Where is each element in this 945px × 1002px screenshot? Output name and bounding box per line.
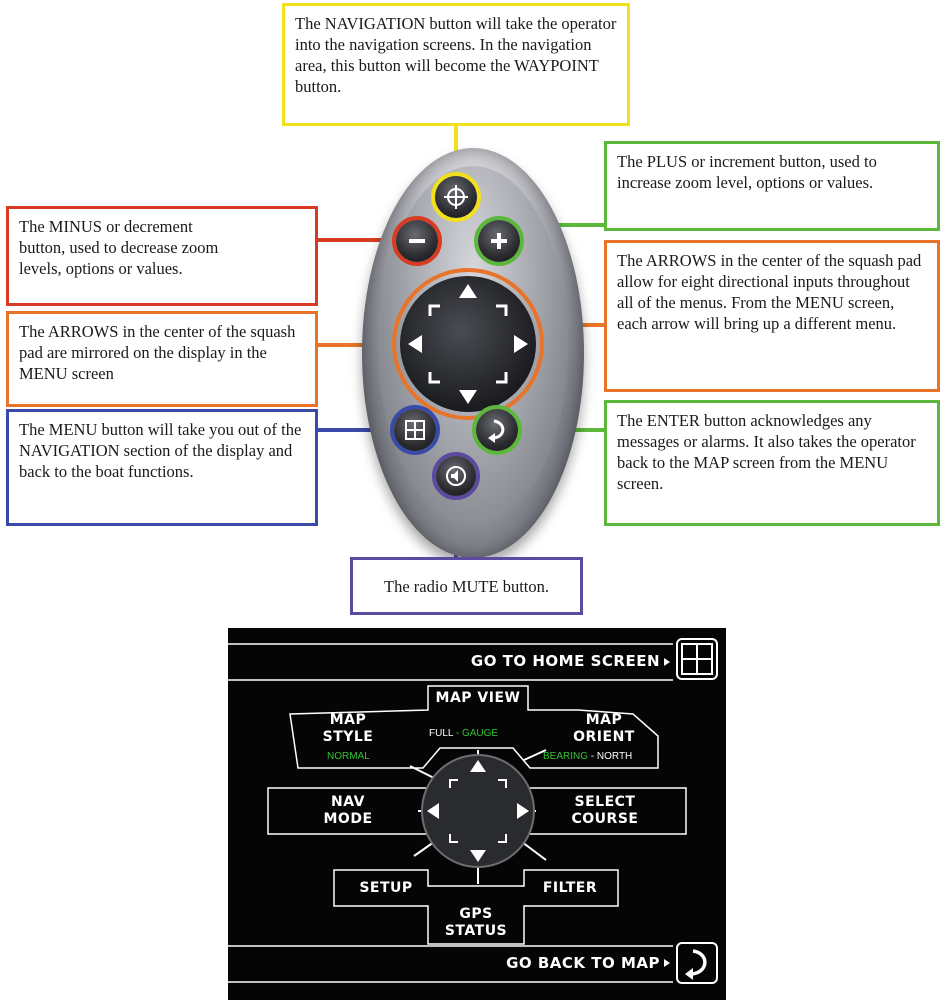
- menu-map-style[interactable]: MAP STYLE: [322, 712, 374, 745]
- menu-button[interactable]: [390, 405, 440, 455]
- navigation-button[interactable]: [431, 172, 481, 222]
- enter-curved-arrow-icon: [685, 949, 707, 980]
- map-orient-bearing: BEARING: [543, 751, 589, 762]
- map-orient-north: NORTH: [596, 751, 633, 762]
- map-view-gauge: GAUGE: [461, 728, 499, 739]
- map-orient-options: BEARING - NORTH: [543, 751, 632, 762]
- callout-mute: The radio MUTE button.: [350, 557, 583, 615]
- callout-arrows-left-text: The ARROWS in the center of the squash p…: [19, 322, 296, 383]
- screen-graphics: [228, 643, 687, 983]
- plus-icon: [491, 233, 507, 249]
- plus-button[interactable]: [474, 216, 524, 266]
- callout-arrows-right-text: The ARROWS in the center of the squash p…: [617, 251, 922, 333]
- menu-gps-status[interactable]: GPS STATUS: [444, 906, 508, 939]
- back-to-map-button[interactable]: [676, 942, 718, 984]
- callout-enter: The ENTER button acknowledges any messag…: [604, 400, 940, 526]
- squash-pad[interactable]: [392, 268, 544, 420]
- map-view-options: FULL - GAUGE: [429, 728, 498, 739]
- crosshair-icon: [444, 185, 468, 209]
- minus-button[interactable]: [392, 216, 442, 266]
- map-view-sep: -: [453, 728, 462, 739]
- menu-display-screen: GO TO HOME SCREEN GO BACK TO MAP MAP VIE…: [228, 628, 726, 1000]
- mute-button[interactable]: [432, 452, 480, 500]
- map-orient-sep: -: [588, 751, 597, 762]
- callout-minus: The MINUS or decrement button, used to d…: [6, 206, 318, 306]
- home-screen-button[interactable]: [676, 638, 718, 680]
- go-to-home-screen-label[interactable]: GO TO HOME SCREEN: [470, 652, 660, 670]
- callout-mute-text: The radio MUTE button.: [384, 576, 549, 596]
- go-back-to-map-label[interactable]: GO BACK TO MAP: [506, 954, 660, 972]
- callout-arrows-right: The ARROWS in the center of the squash p…: [604, 240, 940, 392]
- menu-map-orient[interactable]: MAP ORIENT: [573, 712, 635, 745]
- callout-plus-text: The PLUS or increment button, used to in…: [617, 152, 877, 192]
- menu-setup[interactable]: SETUP: [359, 880, 413, 896]
- callout-menu-text: The MENU button will take you out of the…: [19, 420, 302, 481]
- map-view-full: FULL: [429, 728, 454, 739]
- callout-plus: The PLUS or increment button, used to in…: [604, 141, 940, 231]
- callout-navigation: The NAVIGATION button will take the oper…: [282, 3, 630, 126]
- enter-button[interactable]: [472, 405, 522, 455]
- map-style-value: NORMAL: [327, 751, 370, 762]
- mute-speaker-icon: [446, 466, 466, 486]
- callout-enter-text: The ENTER button acknowledges any messag…: [617, 411, 916, 493]
- callout-menu: The MENU button will take you out of the…: [6, 409, 318, 526]
- menu-grid-icon: [405, 420, 425, 440]
- enter-curved-arrow-icon: [488, 419, 505, 443]
- menu-nav-mode[interactable]: NAV MODE: [323, 794, 373, 827]
- arrow-pad-icons: [408, 284, 528, 404]
- callout-arrows-left: The ARROWS in the center of the squash p…: [6, 311, 318, 407]
- menu-map-view[interactable]: MAP VIEW: [435, 690, 521, 706]
- menu-filter[interactable]: FILTER: [542, 880, 598, 896]
- menu-select-course[interactable]: SELECT COURSE: [571, 794, 639, 827]
- callout-minus-text: The MINUS or decrement button, used to d…: [19, 217, 219, 278]
- minus-icon: [409, 239, 425, 243]
- callout-navigation-text: The NAVIGATION button will take the oper…: [295, 14, 617, 96]
- menu-grid-icon: [681, 643, 713, 675]
